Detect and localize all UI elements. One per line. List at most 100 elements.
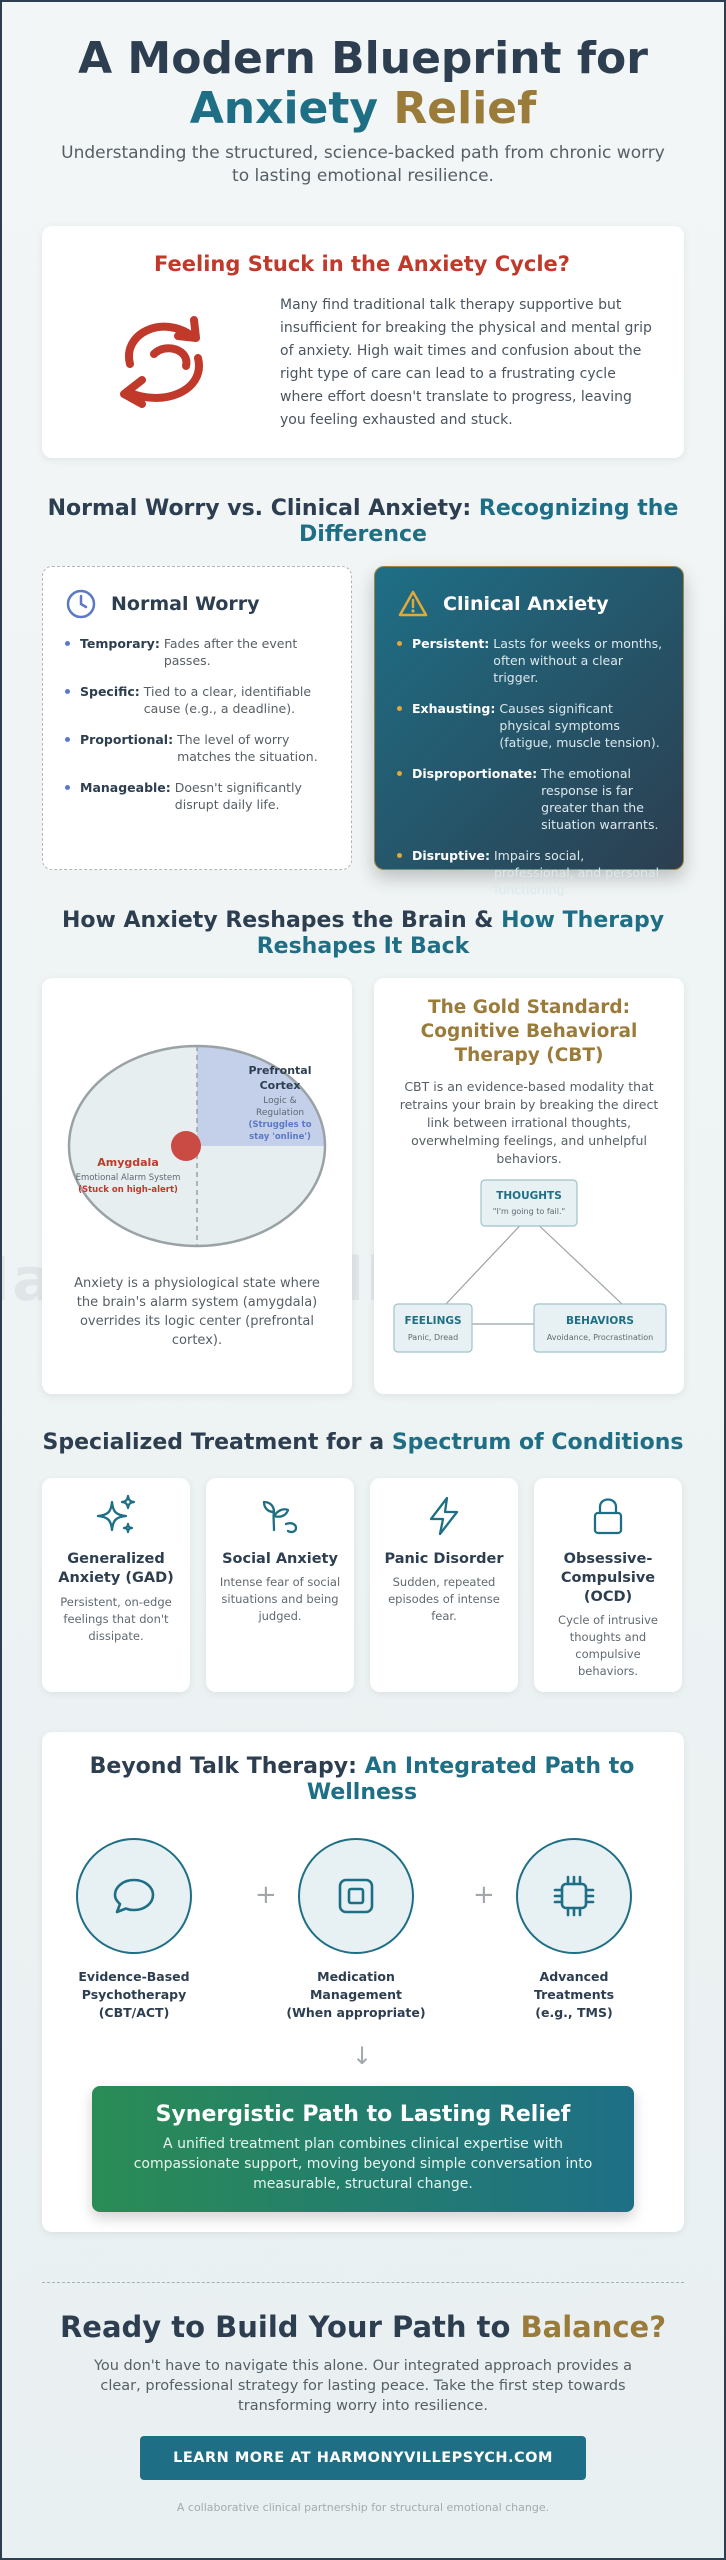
clinical-anxiety-title: Clinical Anxiety — [443, 593, 609, 615]
cbt-thoughts-label: THOUGHTS — [496, 1190, 562, 1202]
list-item: Disruptive:Impairs social, professional,… — [397, 847, 667, 898]
item-term: Proportional: — [80, 732, 174, 747]
list-item: Temporary:Fades after the event passes. — [65, 635, 335, 669]
integrated-heading: Beyond Talk Therapy: An Integrated Path … — [72, 1754, 652, 1806]
amygdala-status: (Stuck on high-alert) — [78, 1185, 178, 1195]
plus-sign: + — [255, 1880, 277, 1910]
synergy-title: Synergistic Path to Lasting Relief — [155, 2102, 571, 2127]
prefrontal-role-2: Regulation — [256, 1108, 304, 1118]
clock-icon — [66, 589, 96, 619]
condition-card-social: Social Anxiety Intense fear of social si… — [206, 1478, 354, 1692]
conditions-heading-main: Specialized Treatment for a — [42, 1430, 385, 1455]
condition-title: Panic Disorder — [378, 1550, 510, 1569]
pillar-label: Evidence-Based Psychotherapy (CBT/ACT) — [54, 1968, 214, 2022]
cbt-text: CBT is an evidence-based modality that r… — [399, 1079, 659, 1166]
hero-title-relief: Relief — [393, 83, 537, 134]
cta-title-main: Ready to Build Your Path to — [59, 2310, 511, 2344]
pillar-medication — [298, 1838, 414, 1954]
comparison-heading: Normal Worry vs. Clinical Anxiety: Recog… — [40, 496, 686, 548]
clinical-anxiety-header: Clinical Anxiety — [397, 587, 609, 621]
chat-bubble-icon — [113, 1878, 155, 1914]
pillar-label-line: (CBT/ACT) — [98, 2005, 170, 2020]
pillar-label-line: (When appropriate) — [286, 2005, 426, 2020]
brain-card: Prefrontal Cortex Logic & Regulation (St… — [42, 978, 352, 1394]
integrated-heading-main: Beyond Talk Therapy: — [89, 1754, 357, 1779]
normal-worry-card: Normal Worry Temporary:Fades after the e… — [42, 566, 352, 870]
cycle-arrows-icon — [102, 306, 217, 421]
brain-diagram: Prefrontal Cortex Logic & Regulation (St… — [67, 1044, 327, 1248]
condition-desc: Persistent, on-edge feelings that don't … — [60, 1595, 172, 1643]
condition-desc: Cycle of intrusive thoughts and compulsi… — [558, 1613, 658, 1678]
condition-card-panic: Panic Disorder Sudden, repeated episodes… — [370, 1478, 518, 1692]
pillar-label-line: Advanced — [539, 1969, 609, 1984]
list-item: Exhausting:Causes significant physical s… — [397, 700, 667, 751]
list-item: Persistent:Lasts for weeks or months, of… — [397, 635, 667, 686]
plus-sign: + — [473, 1880, 495, 1910]
lock-icon — [593, 1498, 623, 1535]
hero-title-line1: A Modern Blueprint for — [78, 33, 648, 84]
chip-icon — [553, 1875, 595, 1917]
amygdala-role: Emotional Alarm System — [76, 1173, 181, 1183]
comparison-heading-main: Normal Worry vs. Clinical Anxiety: — [47, 496, 472, 521]
brain-heading-accent: How Therapy Reshapes It Back — [256, 908, 665, 959]
clinical-anxiety-card: Clinical Anxiety Persistent:Lasts for we… — [374, 566, 684, 897]
pillar-label: Advanced Treatments (e.g., TMS) — [494, 1968, 654, 2022]
condition-title-line: Social Anxiety — [222, 1551, 338, 1567]
list-item: Manageable:Doesn't significantly disrupt… — [65, 779, 335, 813]
prefrontal-role-1: Logic & — [263, 1096, 296, 1106]
cbt-card: The Gold Standard: Cognitive Behavioral … — [374, 978, 684, 1394]
item-term: Manageable: — [80, 780, 171, 795]
normal-worry-header: Normal Worry — [65, 587, 260, 621]
amygdala-name: Amygdala — [97, 1156, 159, 1169]
conditions-heading-accent: Spectrum of Conditions — [391, 1430, 684, 1455]
synergy-box: Synergistic Path to Lasting Relief A uni… — [92, 2086, 634, 2212]
list-item: Disproportionate:The emotional response … — [397, 765, 667, 833]
pillar-label-line: Management — [309, 1987, 402, 2002]
condition-title: Generalized Anxiety (GAD) — [50, 1550, 182, 1588]
condition-desc: Sudden, repeated episodes of intense fea… — [388, 1575, 500, 1623]
item-term: Disproportionate: — [412, 766, 538, 781]
cbt-feelings-label: FEELINGS — [404, 1315, 461, 1327]
cbt-behaviors-label: BEHAVIORS — [566, 1315, 634, 1327]
condition-title-line: Anxiety (GAD) — [58, 1570, 174, 1586]
condition-card-gad: Generalized Anxiety (GAD) Persistent, on… — [42, 1478, 190, 1692]
hero-title-line2: Anxiety Relief — [0, 84, 726, 134]
footnote: A collaborative clinical partnership for… — [176, 2501, 550, 2514]
pillar-label-line: Treatments — [533, 1987, 615, 2002]
cta-text: You don't have to navigate this alone. O… — [93, 2358, 633, 2414]
hero-title: A Modern Blueprint for Anxiety Relief — [0, 34, 726, 134]
stuck-text: Many find traditional talk therapy suppo… — [280, 297, 652, 428]
item-desc: Doesn't significantly disrupt daily life… — [174, 780, 302, 812]
item-term: Exhausting: — [412, 701, 496, 716]
integrated-card: Beyond Talk Therapy: An Integrated Path … — [42, 1732, 684, 2232]
condition-title: Social Anxiety — [214, 1550, 346, 1569]
conditions-heading: Specialized Treatment for a Spectrum of … — [40, 1430, 686, 1456]
stuck-card: Feeling Stuck in the Anxiety Cycle? Many… — [42, 226, 684, 458]
condition-title-line: Generalized — [67, 1551, 165, 1567]
warning-icon — [398, 590, 428, 617]
sprout-icon — [262, 1500, 298, 1534]
prefrontal-status-2: stay 'online') — [249, 1132, 311, 1142]
lightning-icon — [429, 1496, 459, 1536]
item-desc: Lasts for weeks or months, often without… — [493, 636, 663, 685]
prefrontal-name-2: Cortex — [260, 1079, 301, 1092]
list-item: Proportional:The level of worry matches … — [65, 731, 335, 765]
brain-heading-main: How Anxiety Reshapes the Brain & — [61, 908, 494, 933]
list-item: Specific:Tied to a clear, identifiable c… — [65, 683, 335, 717]
cbt-thoughts-example: "I'm going to fail." — [493, 1207, 565, 1216]
learn-more-button[interactable]: LEARN MORE AT HARMONYVILLEPSYCH.COM — [140, 2436, 586, 2480]
item-desc: The emotional response is far greater th… — [541, 766, 659, 832]
condition-title-line: (OCD) — [583, 1589, 633, 1605]
condition-title-line: Obsessive- — [563, 1551, 653, 1567]
item-desc: The level of worry matches the situation… — [177, 732, 318, 764]
pillar-label-line: Psychotherapy — [81, 1987, 187, 2002]
pillar-psychotherapy — [76, 1838, 192, 1954]
synergy-text: A unified treatment plan combines clinic… — [133, 2136, 593, 2192]
item-term: Specific: — [80, 684, 140, 699]
item-desc: Causes significant physical symptoms (fa… — [499, 701, 660, 750]
cta-title: Ready to Build Your Path to Balance? — [0, 2310, 726, 2344]
condition-title: Obsessive- Compulsive (OCD) — [542, 1550, 674, 1607]
condition-title-line: Compulsive — [560, 1570, 656, 1586]
normal-worry-title: Normal Worry — [111, 593, 260, 615]
sparkle-icon — [96, 1494, 136, 1534]
